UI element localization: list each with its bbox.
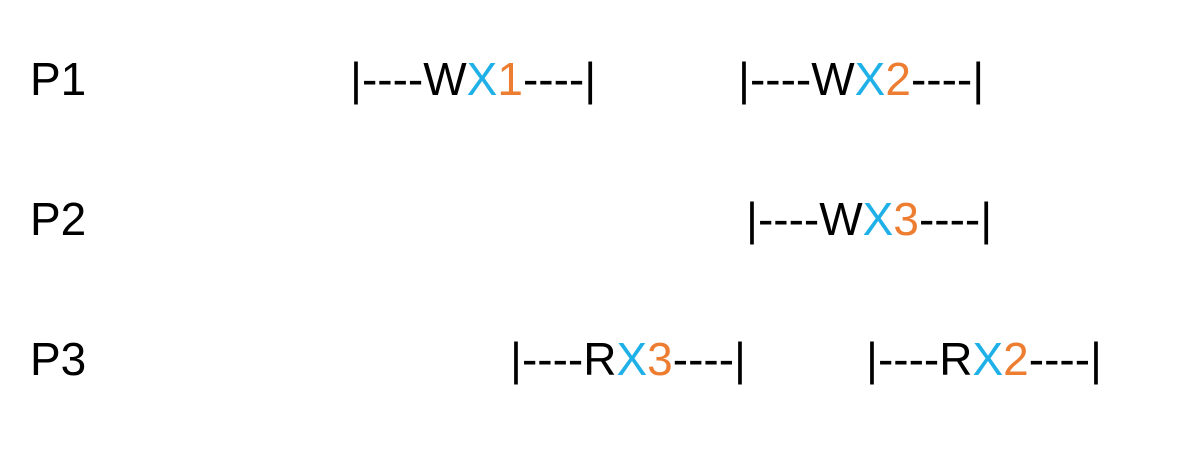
op-type: W — [423, 53, 467, 105]
op-type: R — [939, 333, 973, 385]
interval-end: ----| — [672, 333, 746, 385]
interval-start: |---- — [738, 53, 812, 105]
process-label-p3: P3 — [30, 333, 87, 385]
interval-start: |---- — [866, 333, 940, 385]
operation-p2-write-x3: |----WX3----| — [746, 196, 992, 242]
operation-p1-write-x1: |----WX1----| — [350, 56, 596, 102]
process-label-p2: P2 — [30, 193, 87, 245]
interval-end: ----| — [910, 53, 985, 105]
interval-start: |---- — [350, 53, 424, 105]
op-value: 2 — [1003, 333, 1029, 385]
op-value: 1 — [497, 53, 523, 105]
op-variable: X — [466, 53, 498, 105]
op-variable: X — [616, 333, 648, 385]
interval-end: ----| — [522, 53, 597, 105]
op-variable: X — [862, 193, 894, 245]
op-variable: X — [854, 53, 886, 105]
op-type: W — [819, 193, 863, 245]
interval-start: |---- — [510, 333, 584, 385]
op-variable: X — [972, 333, 1004, 385]
op-value: 3 — [893, 193, 919, 245]
operation-p3-read-x3: |----RX3----| — [510, 336, 746, 382]
operation-p3-read-x2: |----RX2----| — [866, 336, 1102, 382]
interval-end: ----| — [1028, 333, 1102, 385]
operation-p1-write-x2: |----WX2----| — [738, 56, 984, 102]
interval-start: |---- — [746, 193, 820, 245]
op-type: R — [583, 333, 617, 385]
interval-end: ----| — [918, 193, 993, 245]
op-value: 3 — [647, 333, 673, 385]
process-label-p1: P1 — [30, 53, 87, 105]
op-value: 2 — [885, 53, 911, 105]
op-type: W — [811, 53, 855, 105]
